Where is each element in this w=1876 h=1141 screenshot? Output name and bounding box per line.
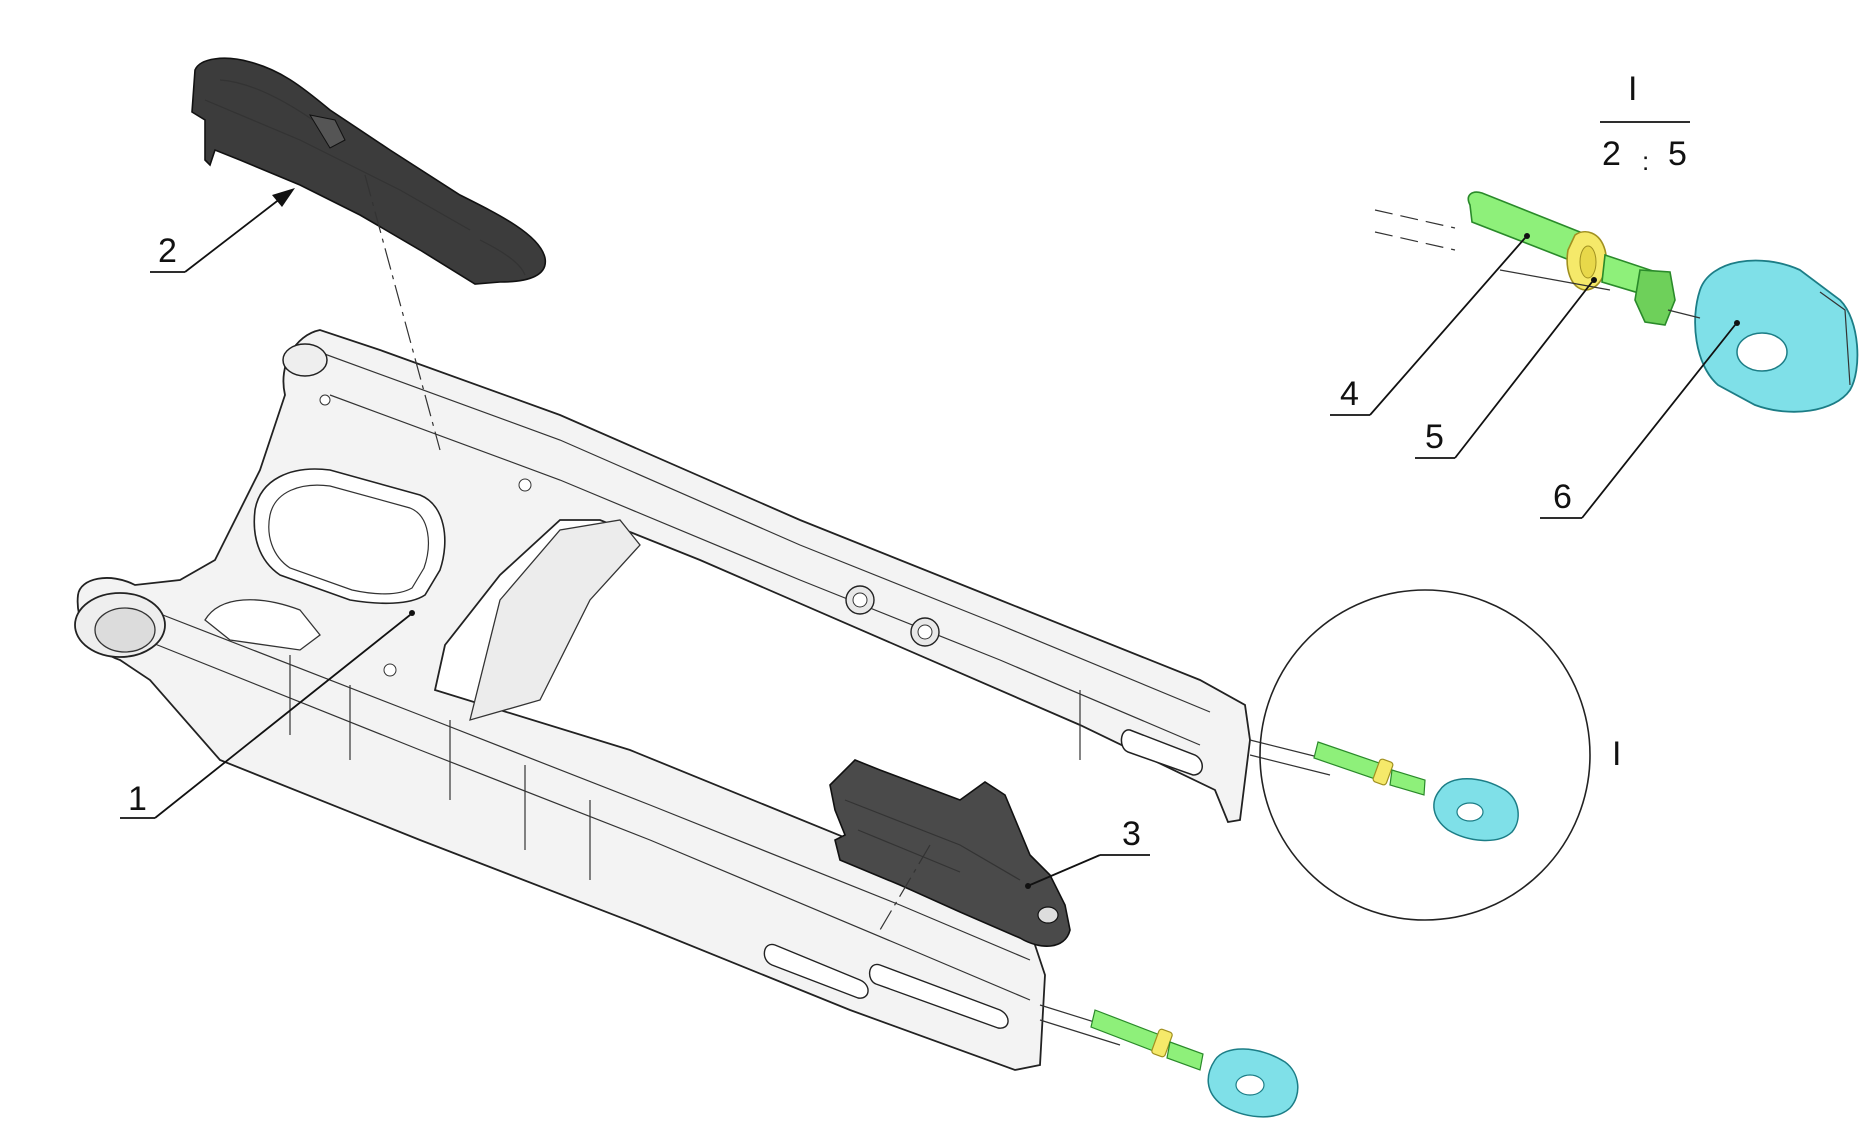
callout-6: 6 bbox=[1540, 320, 1740, 519]
callout-5: 5 bbox=[1415, 277, 1597, 459]
callout-5-number: 5 bbox=[1425, 418, 1444, 456]
callout-6-number: 6 bbox=[1553, 478, 1572, 516]
part-2-chain-slider bbox=[191, 57, 547, 285]
callout-1-number: 1 bbox=[128, 780, 147, 818]
callout-4: 4 bbox=[1330, 233, 1530, 416]
detail-circle bbox=[1259, 589, 1591, 921]
callout-2-number: 2 bbox=[158, 232, 177, 270]
detail-view-letter: I bbox=[1628, 70, 1637, 108]
part-1-swingarm bbox=[74, 329, 1251, 1071]
scale-right: 5 bbox=[1668, 135, 1687, 173]
adjuster-assembly-lower bbox=[1039, 1004, 1299, 1118]
adjuster-assembly-upper bbox=[1249, 739, 1519, 842]
explode-line-part-2 bbox=[364, 174, 441, 451]
callout-3-number: 3 bbox=[1122, 815, 1141, 853]
scale-label: I 2 : 5 bbox=[1600, 70, 1690, 176]
scale-left: 2 bbox=[1602, 135, 1621, 173]
callout-4-number: 4 bbox=[1340, 375, 1359, 413]
callout-2: 2 bbox=[150, 188, 295, 273]
callout-3: 3 bbox=[1025, 815, 1150, 889]
callout-1: 1 bbox=[120, 610, 415, 819]
explode-line-part-3 bbox=[879, 844, 931, 931]
detail-view-enlarged bbox=[1374, 191, 1859, 413]
detail-circle-letter: I bbox=[1612, 735, 1621, 773]
scale-separator: : bbox=[1642, 146, 1649, 176]
part-3-chain-guide bbox=[829, 759, 1071, 947]
